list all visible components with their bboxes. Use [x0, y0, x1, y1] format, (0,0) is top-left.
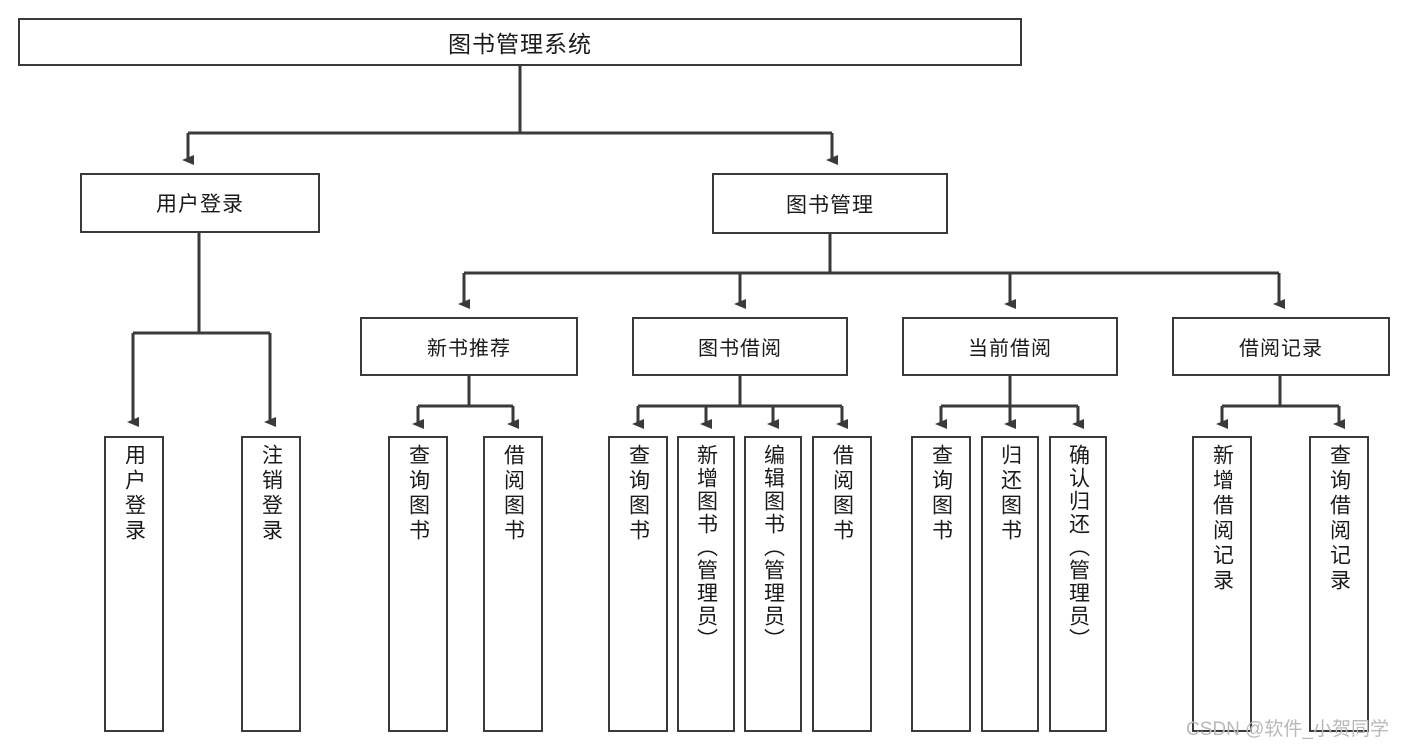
leaf-return-book-label: 归还图书 [998, 444, 1022, 544]
leaf-edit-book-admin-label: 编辑图书（管理员） [761, 444, 785, 651]
leaf-add-borrow-record[interactable]: 新增借阅记录 [1192, 436, 1252, 732]
node-book-borrow[interactable]: 图书借阅 [632, 317, 848, 376]
leaf-recommend-borrow-book[interactable]: 借阅图书 [483, 436, 543, 732]
leaf-borrow-query-book-label: 查询图书 [626, 444, 650, 544]
leaf-add-book-admin[interactable]: 新增图书（管理员） [677, 436, 735, 732]
leaf-current-query-book[interactable]: 查询图书 [911, 436, 971, 732]
leaf-add-borrow-record-label: 新增借阅记录 [1210, 444, 1234, 594]
leaf-add-book-admin-label: 新增图书（管理员） [694, 444, 718, 651]
leaf-confirm-return-admin[interactable]: 确认归还（管理员） [1049, 436, 1107, 732]
leaf-borrow-query-book[interactable]: 查询图书 [608, 436, 668, 732]
leaf-logout-label: 注销登录 [259, 444, 283, 544]
leaf-user-login-label: 用户登录 [122, 444, 146, 544]
node-current-borrow-label: 当前借阅 [968, 338, 1052, 360]
node-book-borrow-label: 图书借阅 [698, 338, 782, 360]
node-root-label: 图书管理系统 [448, 31, 592, 57]
node-new-book-recommend[interactable]: 新书推荐 [360, 317, 578, 376]
leaf-borrow-borrow-book[interactable]: 借阅图书 [812, 436, 872, 732]
node-root-system[interactable]: 图书管理系统 [18, 18, 1022, 66]
leaf-query-borrow-record[interactable]: 查询借阅记录 [1309, 436, 1369, 732]
leaf-return-book[interactable]: 归还图书 [981, 436, 1039, 732]
leaf-current-query-book-label: 查询图书 [929, 444, 953, 544]
node-current-borrow[interactable]: 当前借阅 [902, 317, 1118, 376]
leaf-logout[interactable]: 注销登录 [241, 436, 301, 732]
node-book-management-label: 图书管理 [786, 193, 874, 217]
leaf-recommend-query-book[interactable]: 查询图书 [388, 436, 448, 732]
csdn-watermark: CSDN @软件_小贺同学 [1186, 719, 1389, 740]
leaf-recommend-borrow-book-label: 借阅图书 [501, 444, 525, 544]
leaf-confirm-return-admin-label: 确认归还（管理员） [1066, 444, 1090, 651]
node-user-login[interactable]: 用户登录 [80, 173, 320, 233]
leaf-recommend-query-book-label: 查询图书 [406, 444, 430, 544]
leaf-edit-book-admin[interactable]: 编辑图书（管理员） [744, 436, 802, 732]
node-book-management[interactable]: 图书管理 [712, 173, 948, 234]
node-user-login-label: 用户登录 [156, 193, 244, 216]
node-new-book-recommend-label: 新书推荐 [427, 338, 511, 360]
leaf-borrow-borrow-book-label: 借阅图书 [830, 444, 854, 544]
node-borrow-record-label: 借阅记录 [1239, 338, 1323, 360]
leaf-user-login[interactable]: 用户登录 [104, 436, 164, 732]
leaf-query-borrow-record-label: 查询借阅记录 [1327, 444, 1351, 594]
node-borrow-record[interactable]: 借阅记录 [1172, 317, 1390, 376]
